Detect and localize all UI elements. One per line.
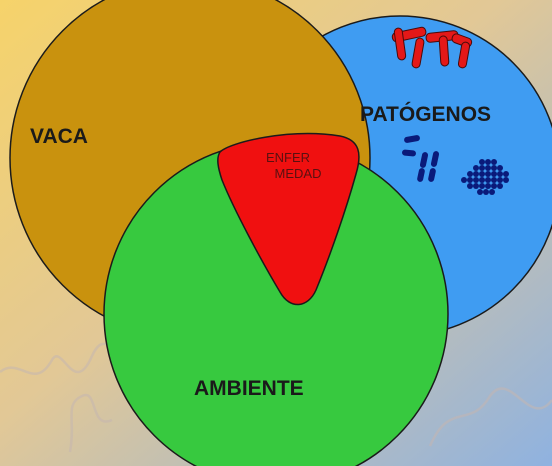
rod-bacteria-icon	[391, 26, 473, 69]
disease-label-line2: MEDAD	[275, 166, 322, 181]
coccus-cluster-icon	[461, 159, 509, 195]
background-sketch	[0, 339, 552, 453]
host-label: VACA	[30, 125, 88, 148]
disease-label-line1: ENFER	[266, 150, 310, 165]
bacilli-icon	[402, 135, 440, 182]
disease-intersection	[217, 132, 360, 306]
environment-label: AMBIENTE	[194, 377, 304, 400]
pathogens-label: PATÓGENOS	[360, 102, 491, 126]
